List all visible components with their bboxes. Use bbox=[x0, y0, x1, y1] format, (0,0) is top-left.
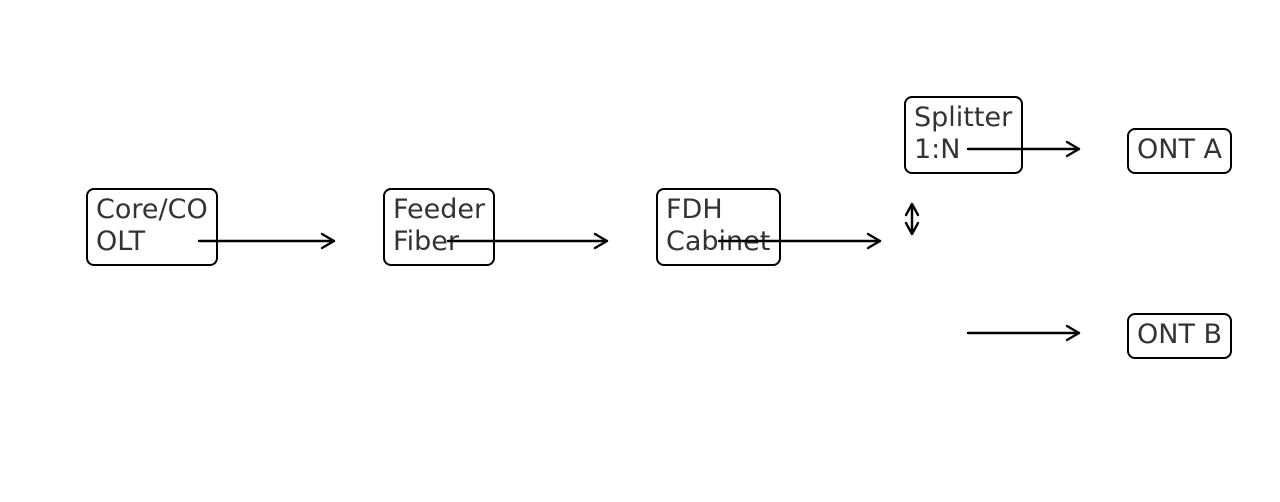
node-core-line-2: OLT bbox=[96, 226, 146, 257]
node-fdh-cabinet: FDH Cabinet bbox=[656, 188, 781, 266]
bidirectional-arrow-icon bbox=[904, 202, 920, 236]
node-core-line-1: Core/CO bbox=[96, 194, 208, 225]
node-ont-a-label: ONT A bbox=[1137, 134, 1222, 165]
node-fdh-line-1: FDH bbox=[666, 194, 723, 225]
node-fdh-line-2: Cabinet bbox=[666, 226, 771, 257]
node-splitter-line-1: Splitter bbox=[914, 102, 1013, 133]
node-core-co-olt: Core/CO OLT bbox=[86, 188, 218, 266]
node-splitter: Splitter 1:N bbox=[904, 96, 1023, 174]
node-feeder-fiber: Feeder Fiber bbox=[383, 188, 495, 266]
node-ont-a: ONT A bbox=[1127, 128, 1232, 174]
node-ont-b-label: ONT B bbox=[1137, 319, 1223, 350]
node-splitter-line-2: 1:N bbox=[914, 134, 961, 165]
node-feeder-line-2: Fiber bbox=[393, 226, 459, 257]
edge-splitter-to-ont-b bbox=[966, 324, 1081, 342]
node-ont-b: ONT B bbox=[1127, 313, 1232, 359]
edge-core-to-feeder bbox=[197, 232, 336, 250]
node-feeder-line-1: Feeder bbox=[393, 194, 486, 225]
